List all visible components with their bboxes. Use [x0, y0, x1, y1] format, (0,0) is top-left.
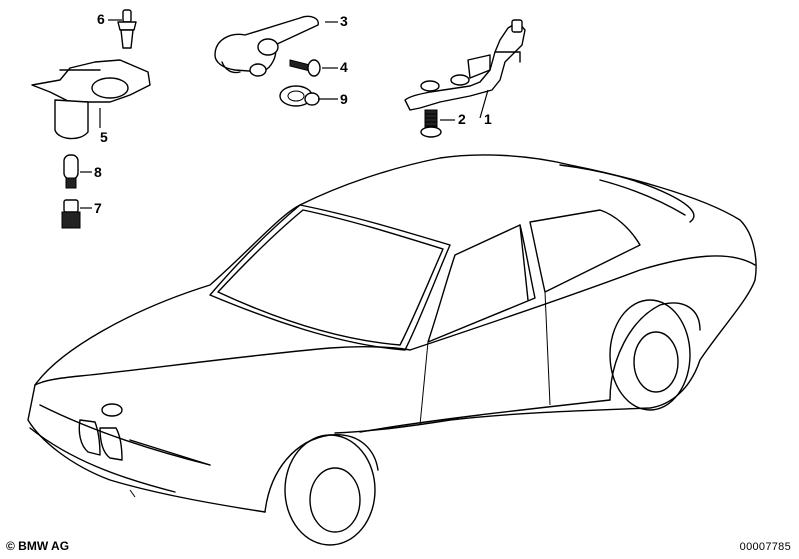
callout-7: 7: [94, 200, 102, 216]
callout-4: 4: [340, 59, 348, 75]
callout-2: 2: [458, 111, 466, 127]
part-9-grommet: [279, 85, 320, 107]
callout-6: 6: [97, 11, 105, 27]
diagram-number: 00007785: [739, 541, 791, 553]
leader-lines: [80, 19, 489, 209]
part-4-screw: [289, 59, 321, 77]
part-6-pin: [117, 9, 137, 49]
part-1-bracket: [404, 19, 526, 111]
callout-8: 8: [94, 164, 102, 180]
callouts: 1 2 3 4 5 6 7 8 9: [94, 11, 492, 216]
callout-1: 1: [484, 111, 492, 127]
part-5-lamp-unit: [31, 59, 151, 140]
part-7-socket: [61, 199, 81, 229]
part-8-bulb: [63, 154, 79, 189]
callout-5: 5: [100, 129, 108, 145]
car-illustration: [27, 154, 757, 546]
callout-9: 9: [340, 91, 348, 107]
part-3-lamp-holder: [214, 15, 319, 77]
copyright-notice: © BMW AG: [6, 539, 70, 553]
part-2-screw: [420, 109, 442, 138]
callout-3: 3: [340, 13, 348, 29]
